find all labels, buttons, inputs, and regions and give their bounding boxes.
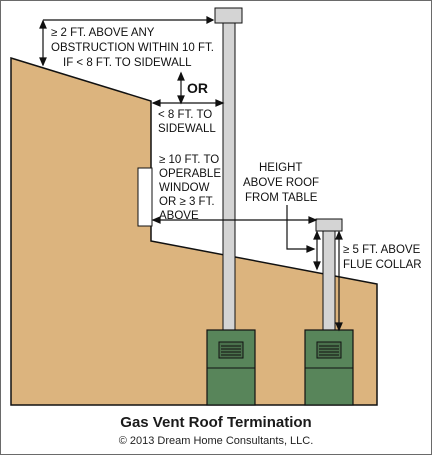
- label-sidewall: < 8 FT. TO SIDEWALL: [158, 109, 216, 135]
- svg-text:ABOVE ROOF: ABOVE ROOF: [243, 177, 319, 189]
- short-vent-pipe: [322, 230, 336, 331]
- svg-text:OR ≥ 3 FT.: OR ≥ 3 FT.: [159, 196, 215, 208]
- svg-text:SIDEWALL: SIDEWALL: [158, 123, 216, 135]
- dimension-two-ft-vertical: [39, 19, 47, 67]
- operable-window: [137, 167, 153, 227]
- svg-text:WINDOW: WINDOW: [159, 182, 210, 194]
- short-vent-cap: [315, 218, 343, 232]
- svg-text:ABOVE: ABOVE: [159, 210, 199, 222]
- svg-text:OBSTRUCTION WITHIN 10 FT.: OBSTRUCTION WITHIN 10 FT.: [51, 42, 214, 54]
- label-above-obstruction: ≥ 2 FT. ABOVE ANY OBSTRUCTION WITHIN 10 …: [51, 27, 214, 69]
- tall-vent-cap: [214, 7, 243, 24]
- furnace-left: [206, 329, 256, 406]
- dimension-top-horizontal: [43, 16, 215, 24]
- svg-text:≥ 5 FT. ABOVE: ≥ 5 FT. ABOVE: [343, 244, 421, 256]
- label-or: OR: [187, 80, 208, 96]
- dimension-flue-collar-vertical: [335, 230, 343, 332]
- svg-text:HEIGHT: HEIGHT: [259, 162, 302, 174]
- svg-text:OPERABLE: OPERABLE: [159, 168, 221, 180]
- furnace-right: [304, 329, 354, 406]
- svg-text:≥ 2 FT. ABOVE ANY: ≥ 2 FT. ABOVE ANY: [51, 27, 155, 39]
- svg-text:< 8 FT. TO: < 8 FT. TO: [158, 109, 212, 121]
- diagram-title: Gas Vent Roof Termination: [120, 414, 311, 431]
- dimension-window-horizontal: [151, 216, 318, 224]
- dimension-height-above-roof: [286, 205, 321, 271]
- dimension-sidewall-horizontal: [151, 99, 225, 107]
- building-wall-and-roof: [10, 56, 378, 406]
- label-window: ≥ 10 FT. TO OPERABLE WINDOW OR ≥ 3 FT. A…: [159, 154, 221, 222]
- copyright-credit: © 2013 Dream Home Consultants, LLC.: [119, 435, 314, 447]
- svg-text:FROM TABLE: FROM TABLE: [245, 192, 318, 204]
- svg-text:FLUE COLLAR: FLUE COLLAR: [343, 259, 422, 271]
- svg-text:≥ 10 FT. TO: ≥ 10 FT. TO: [159, 154, 219, 166]
- svg-text:IF < 8 FT. TO SIDEWALL: IF < 8 FT. TO SIDEWALL: [63, 57, 192, 69]
- dimension-or-vertical: [177, 71, 185, 105]
- label-height-above-roof: HEIGHT ABOVE ROOF FROM TABLE: [243, 162, 319, 204]
- tall-vent-pipe: [222, 22, 236, 331]
- label-flue-collar: ≥ 5 FT. ABOVE FLUE COLLAR: [343, 244, 422, 271]
